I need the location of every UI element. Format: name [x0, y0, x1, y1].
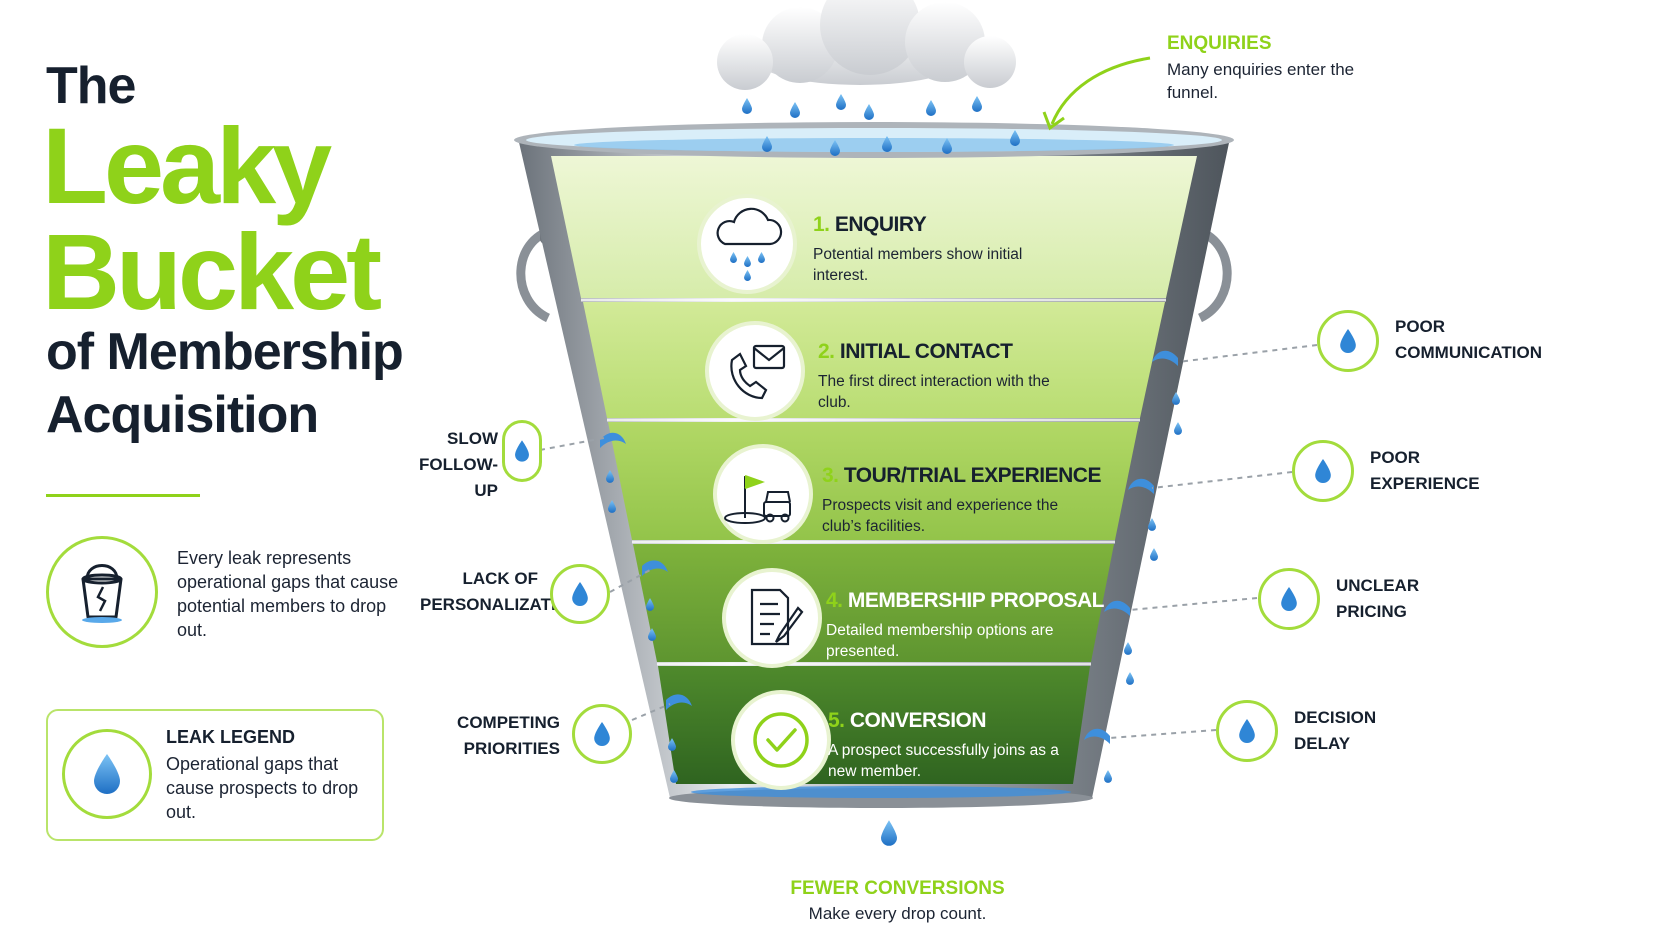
stage-title-tour-trial: 3. TOUR/TRIAL EXPERIENCE: [822, 464, 1101, 487]
stage-desc-tour-trial: Prospects visit and experience the club’…: [822, 497, 1059, 535]
phone-mail-icon: [730, 344, 786, 400]
golf-cart-icon: [724, 475, 791, 524]
water-drop-icon: [1317, 310, 1379, 372]
broken-bucket-icon: [46, 536, 158, 648]
water-drop-icon: [1292, 440, 1354, 502]
stage-title-enquiry: 1. ENQUIRY: [813, 213, 927, 236]
stage-title-initial-contact: 2. INITIAL CONTACT: [818, 340, 1013, 363]
stage-desc-conversion: A prospect successfully joins as a new m…: [828, 742, 1059, 780]
enquiries-text: Many enquiries enter the funnel.: [1167, 60, 1355, 102]
water-drop-icon: [1258, 568, 1320, 630]
legend-title: LEAK LEGEND: [166, 727, 296, 747]
title-divider: [46, 494, 200, 497]
title-of-membership: of Membership: [46, 323, 404, 381]
stage-title-conversion: 5. CONVERSION: [828, 709, 987, 732]
checkmark-icon: [753, 712, 809, 768]
title-the: The: [46, 57, 136, 115]
stage-desc-initial-contact: The first direct interaction with the cl…: [818, 373, 1050, 411]
water-drop-icon: [502, 420, 542, 482]
water-drop-icon: [62, 729, 152, 819]
info-text: Every leak represents operational gaps t…: [177, 548, 399, 640]
water-drop-icon: [572, 704, 632, 764]
legend-text: Operational gaps that cause prospects to…: [166, 754, 359, 822]
cloud-rain-icon: [716, 207, 783, 246]
water-drop-icon: [1216, 700, 1278, 762]
cloud-icon: [717, 0, 1016, 90]
fewer-conversions-text: Make every drop count.: [808, 904, 987, 923]
title-leaky: Leaky: [42, 105, 332, 226]
stage-title-membership-proposal: 4. MEMBERSHIP PROPOSAL: [826, 589, 1105, 612]
document-pen-icon: [750, 588, 804, 646]
title-bucket: Bucket: [42, 211, 382, 332]
enquiries-title: ENQUIRIES: [1167, 33, 1272, 54]
title-acquisition: Acquisition: [46, 386, 319, 444]
stage-desc-membership-proposal: Detailed membership options are presente…: [826, 622, 1054, 660]
leak-legend-box: [46, 709, 384, 841]
stage-desc-enquiry: Potential members show initial interest.: [813, 246, 1023, 284]
water-drop-icon: [550, 564, 610, 624]
fewer-conversions-title: FEWER CONVERSIONS: [790, 878, 1005, 899]
